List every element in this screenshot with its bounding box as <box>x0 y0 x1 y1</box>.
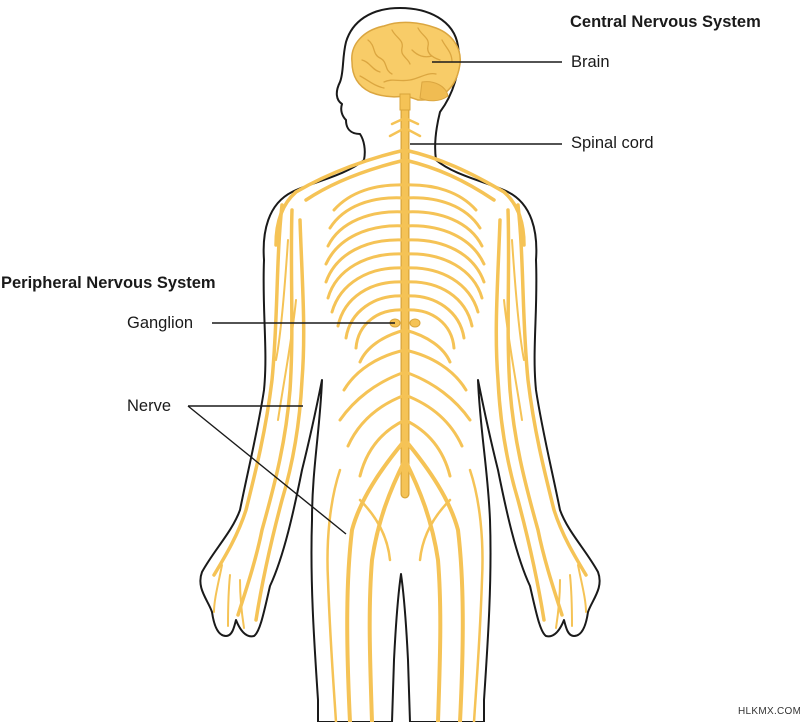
nerve-pointer-line-diagonal <box>187 405 347 535</box>
spinal-cord-label: Spinal cord <box>571 134 654 152</box>
central-nervous-system-heading: Central Nervous System <box>570 13 761 31</box>
brain-illustration <box>351 21 461 111</box>
body-outline <box>199 7 601 722</box>
ganglion-label: Ganglion <box>127 314 194 332</box>
brain-label: Brain <box>571 53 610 71</box>
peripheral-nerves <box>212 116 588 722</box>
nerve-label: Nerve <box>127 397 172 415</box>
label-pointer-lines <box>187 61 562 535</box>
watermark-text: HLKMX.COM <box>738 706 800 717</box>
peripheral-nervous-system-heading: Peripheral Nervous System <box>1 274 216 292</box>
